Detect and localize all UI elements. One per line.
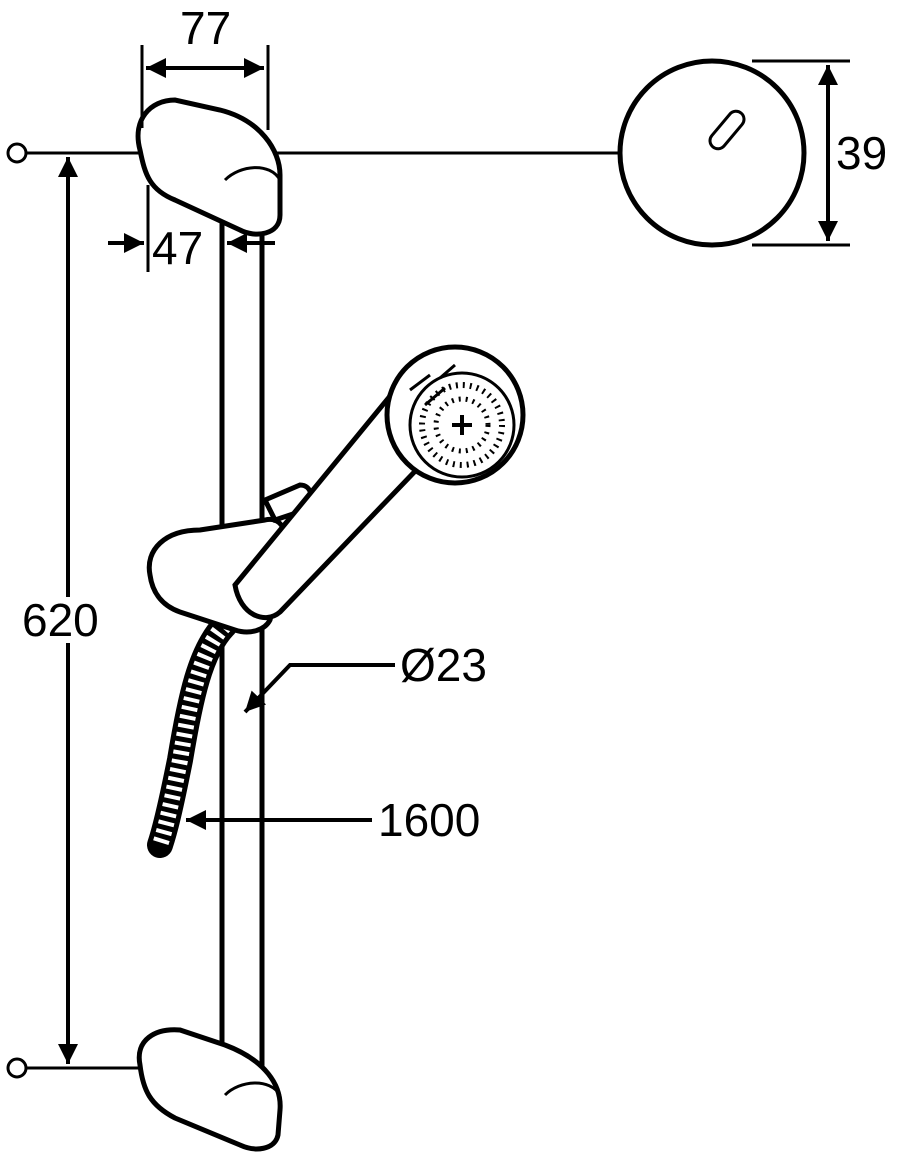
top-wall-bracket — [135, 97, 283, 237]
hose-length-label: 1600 — [376, 794, 483, 846]
disc-slot — [708, 109, 746, 151]
rail-diameter-label: Ø23 — [398, 639, 489, 691]
bottom-bracket-cap — [223, 1081, 282, 1097]
wall-disc — [617, 58, 807, 248]
shower-hose — [147, 612, 238, 858]
shower-head-face — [408, 371, 516, 479]
spray-center-mark — [452, 415, 472, 435]
diameter-leader — [243, 663, 395, 714]
bracket-width-label: 77 — [178, 2, 234, 54]
top-bracket-cap — [223, 166, 282, 182]
bottom-mount-point — [6, 1057, 28, 1079]
spray-nozzles-inner — [433, 396, 491, 454]
spray-nozzles-outer — [419, 382, 505, 468]
bracket-offset-label: 47 — [152, 222, 204, 274]
spray-mode-selector — [409, 363, 456, 407]
rail-length-label: 620 — [20, 594, 101, 646]
slide-rail — [219, 207, 265, 1083]
top-mount-point — [6, 142, 28, 164]
bottom-wall-bracket — [136, 1027, 283, 1152]
disc-height-label: 39 — [836, 127, 888, 179]
